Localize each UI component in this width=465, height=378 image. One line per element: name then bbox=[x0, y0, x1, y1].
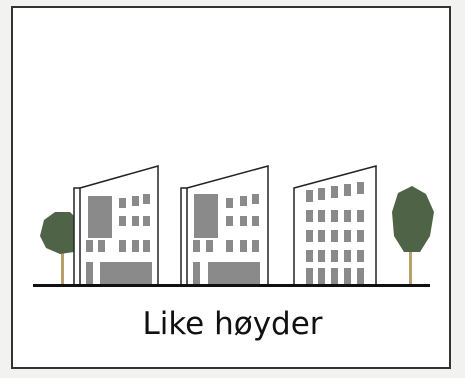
caption-text: Like høyder bbox=[0, 306, 465, 342]
building-3-icon bbox=[294, 166, 376, 285]
tree-right-icon bbox=[392, 186, 434, 285]
building-2-icon bbox=[181, 166, 268, 285]
building-1-icon bbox=[74, 166, 158, 285]
ground-line bbox=[33, 284, 430, 287]
